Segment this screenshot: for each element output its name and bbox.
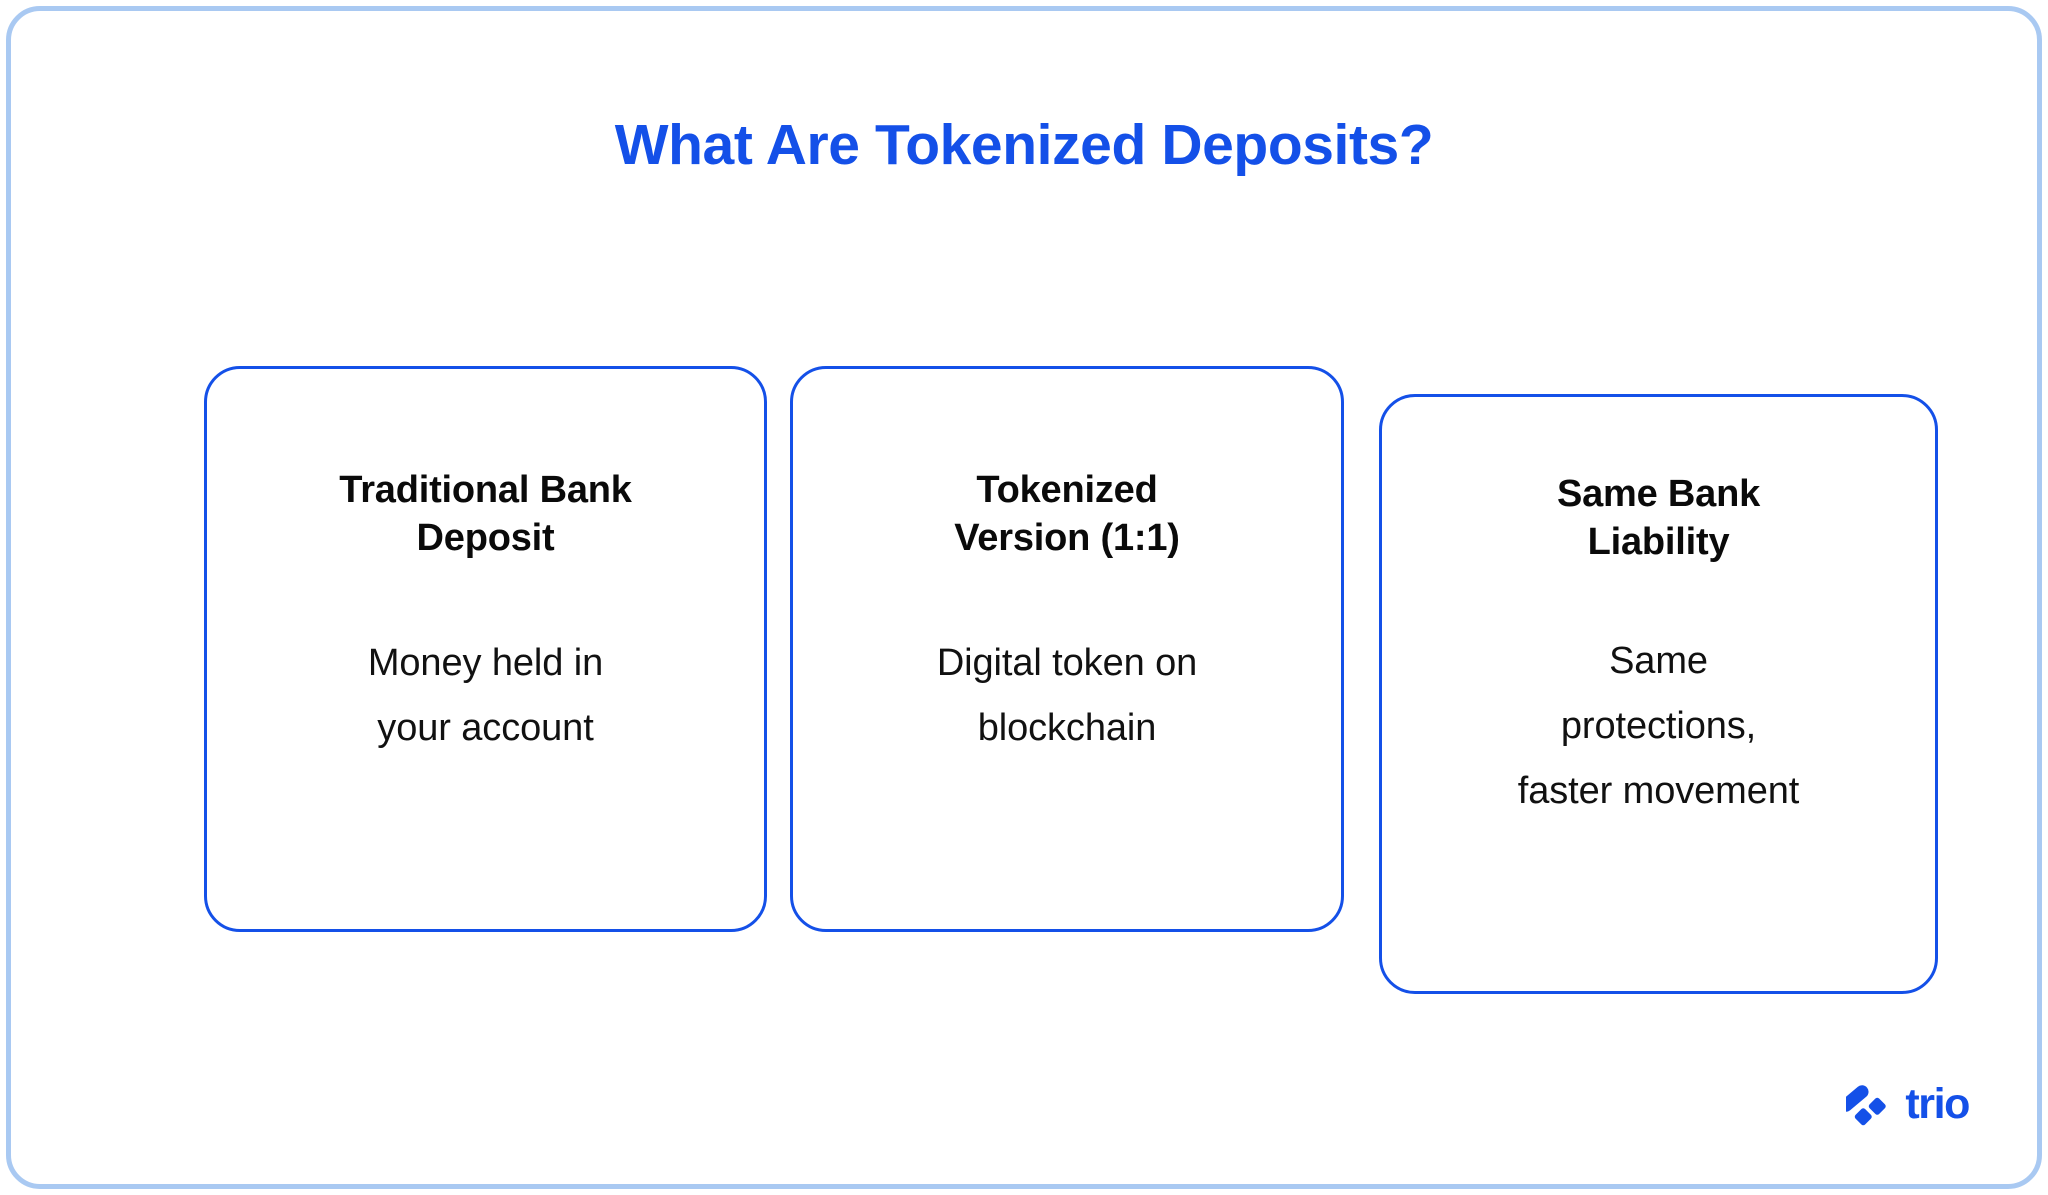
card-traditional-bank-deposit: Traditional Bank Deposit Money held in y… [204,366,767,932]
cards-row: Traditional Bank Deposit Money held in y… [11,366,2037,1026]
page-title: What Are Tokenized Deposits? [614,113,1434,177]
card-heading: Traditional Bank Deposit [339,469,632,560]
card-body: Same protections, faster movement [1517,639,1800,813]
brand-logo: trio [1846,1080,1970,1128]
card-heading: Same Bank Liability [1556,473,1761,564]
card-body: Digital token on blockchain [936,641,1198,749]
card-body: Money held in your account [367,641,604,749]
card-same-bank-liability: Same Bank Liability Same protections, fa… [1379,394,1938,994]
brand-wordmark: trio [1905,1080,1970,1128]
trio-diamond-mark-icon [1846,1084,1887,1125]
card-heading: Tokenized Version (1:1) [954,469,1180,560]
infographic-frame: What Are Tokenized Deposits? Traditional… [6,6,2042,1189]
card-tokenized-version: Tokenized Version (1:1) Digital token on… [790,366,1344,932]
